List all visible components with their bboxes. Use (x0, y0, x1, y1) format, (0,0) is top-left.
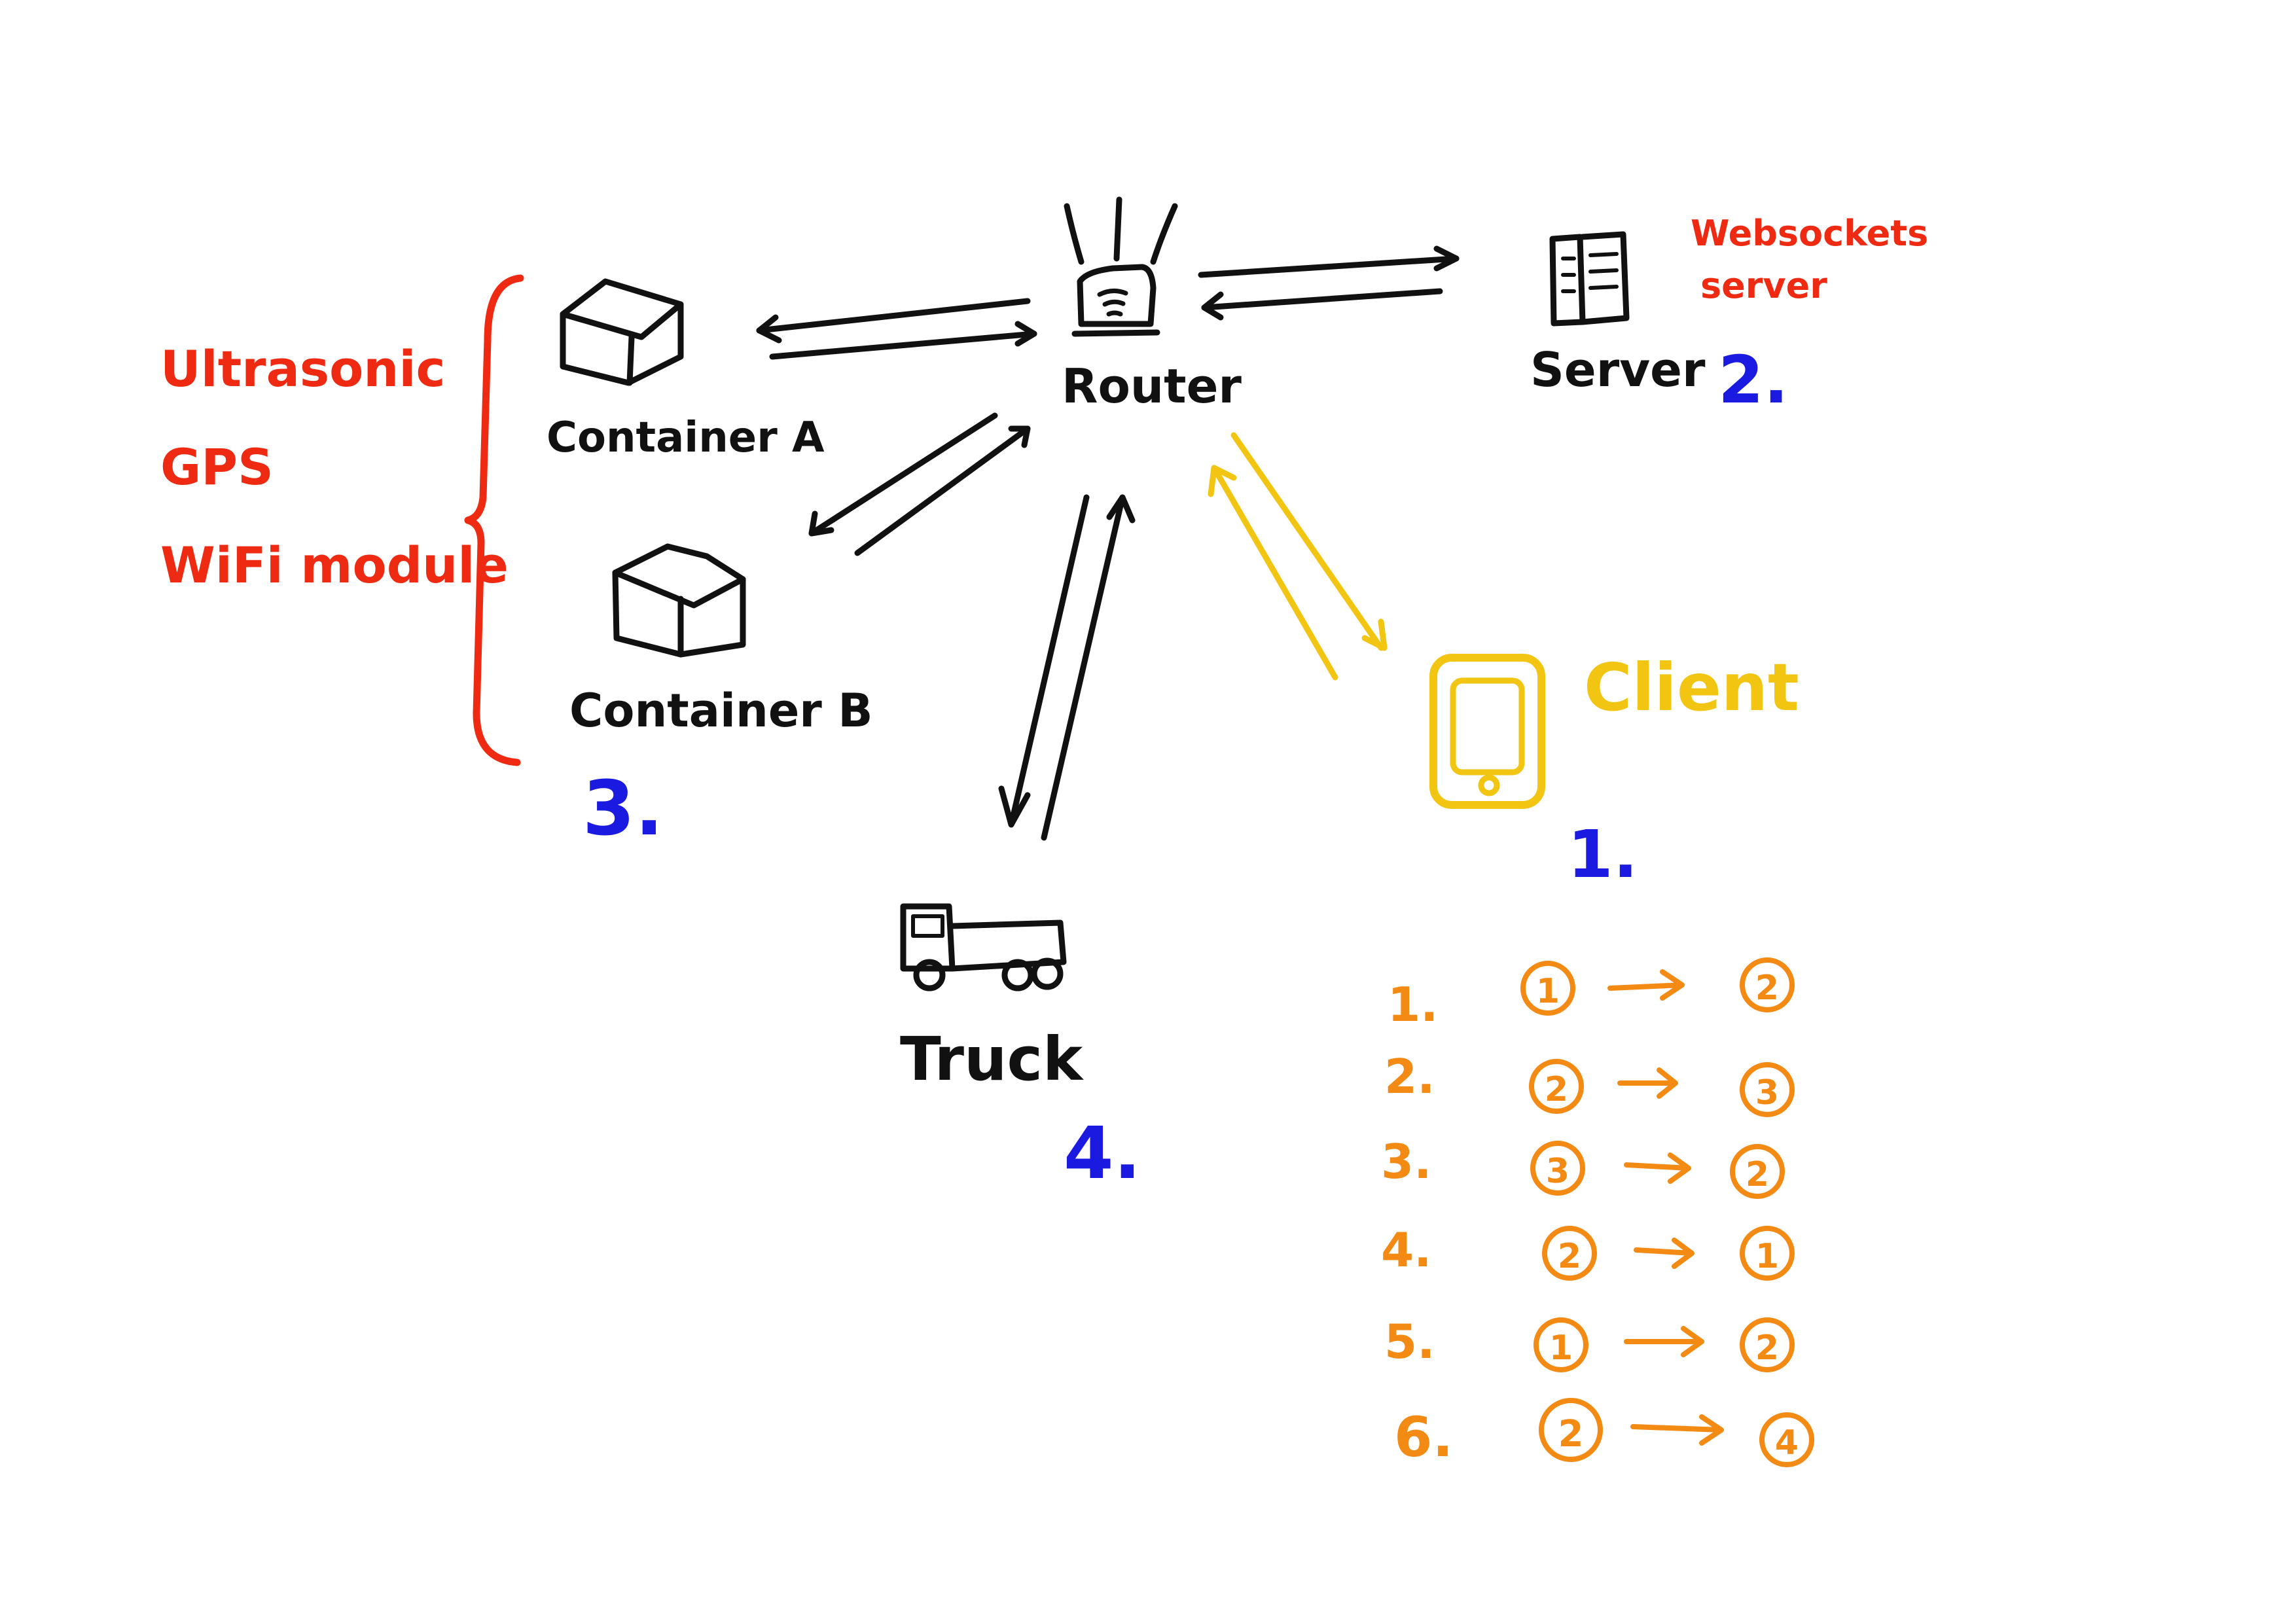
right-arrow-icon (1607, 969, 1685, 1001)
server-note-line2: server (1700, 265, 1827, 306)
server-label: Server (1530, 342, 1706, 397)
step-number: 2. (1384, 1049, 1435, 1104)
sequence-row: 4. 2 1 (1381, 1222, 1795, 1281)
sensor-brace (464, 274, 524, 766)
right-arrow-icon (1634, 1238, 1695, 1269)
arrow-router-container-b (808, 412, 1031, 556)
sensor-item: WiFi module (160, 536, 509, 594)
sequence-row: 1. 1 2 (1388, 957, 1795, 1032)
container-b-icon (612, 543, 746, 658)
sequence-row: 2. 2 3 (1384, 1049, 1795, 1117)
step-to: 4 (1775, 1423, 1799, 1463)
step-to: 2 (1755, 1329, 1779, 1368)
step-from: 2 (1545, 1070, 1568, 1109)
router-label: Router (1062, 359, 1242, 414)
client-marker: 1. (1568, 816, 1638, 893)
step-to: 2 (1746, 1155, 1769, 1194)
sequence-list: 1. 1 2 2. 2 3 3. 3 2 4. 2 (1381, 957, 1814, 1469)
step-to: 3 (1755, 1073, 1779, 1113)
router-icon (1064, 196, 1178, 337)
arrow-router-client (1208, 432, 1388, 681)
right-arrow-icon (1624, 1326, 1704, 1357)
step-from: 2 (1558, 1413, 1584, 1455)
step-from: 2 (1558, 1237, 1581, 1276)
client-label: Client (1584, 649, 1799, 726)
server-note-line1: Websockets (1691, 213, 1928, 254)
phone-icon (1429, 654, 1545, 809)
sensor-item: Ultrasonic (160, 340, 446, 398)
step-number: 1. (1388, 977, 1438, 1032)
step-number: 6. (1394, 1405, 1453, 1469)
step-number: 5. (1384, 1314, 1435, 1369)
sensor-item: GPS (160, 438, 274, 496)
step-from: 1 (1536, 972, 1560, 1011)
step-from: 3 (1546, 1152, 1570, 1191)
step-from: 1 (1549, 1329, 1573, 1368)
step-number: 4. (1381, 1222, 1431, 1277)
container-b-label: Container B (569, 684, 873, 738)
arrow-router-server (1198, 245, 1460, 321)
right-arrow-icon (1617, 1067, 1678, 1099)
step-to: 2 (1755, 969, 1779, 1008)
right-arrow-icon (1630, 1414, 1724, 1446)
step-number: 3. (1381, 1134, 1431, 1189)
server-marker: 2. (1718, 342, 1789, 418)
sequence-row: 3. 3 2 (1381, 1134, 1785, 1199)
sequence-row: 5. 1 2 (1384, 1314, 1795, 1372)
truck-marker: 4. (1064, 1111, 1141, 1195)
container-a-label: Container A (547, 414, 825, 462)
truck-label: Truck (900, 1024, 1084, 1094)
container-a-icon (560, 278, 684, 386)
arrow-container-a-router (756, 298, 1037, 360)
step-to: 1 (1755, 1237, 1779, 1276)
sequence-row: 6. 2 4 (1394, 1398, 1814, 1469)
truck-icon (900, 903, 1067, 991)
arrow-router-truck (998, 494, 1136, 841)
containers-marker: 3. (583, 765, 664, 853)
server-icon (1549, 231, 1630, 327)
right-arrow-icon (1624, 1152, 1691, 1184)
